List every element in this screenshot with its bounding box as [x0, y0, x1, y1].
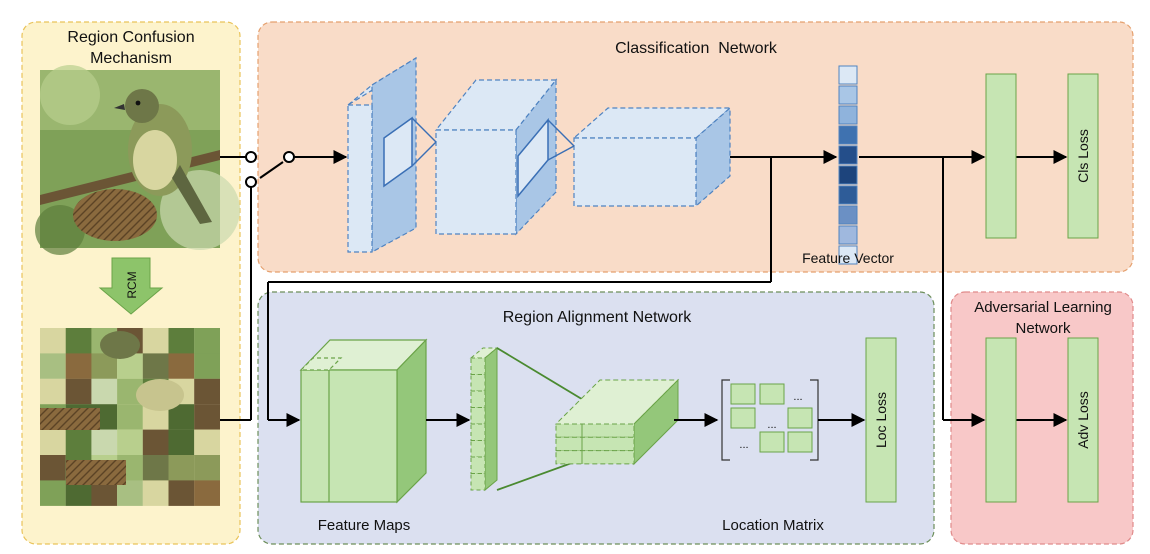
shuffled-image-block — [194, 378, 220, 405]
loc-loss-box — [865, 337, 897, 503]
shuffled-image-block — [168, 353, 195, 379]
input-switch — [220, 150, 348, 421]
feature-vector-cell — [838, 105, 858, 125]
shuffled-image-block — [40, 429, 66, 456]
shuffled-nest-piece — [40, 408, 100, 430]
conv-column-cell — [470, 407, 486, 425]
rcm-title-line2: Mechanism — [90, 50, 172, 67]
shuffled-image-block — [65, 353, 92, 379]
shuffled-image-block — [194, 328, 220, 354]
shuffled-image-block — [194, 353, 220, 379]
location-matrix-label: Location Matrix — [722, 517, 824, 534]
shuffled-image-block — [142, 328, 169, 354]
adversarial-title-line1: Adversarial Learning — [974, 299, 1112, 316]
conv-column-cell — [470, 423, 486, 441]
location-matrix-ellipsis: ... — [767, 419, 776, 431]
conv-block-1 — [347, 56, 417, 254]
slab-layer — [555, 423, 635, 438]
loc-loss-label: Loc Loss — [873, 392, 889, 448]
feature-vector-cell — [838, 125, 858, 145]
feature-vector-cell — [838, 225, 858, 245]
cls-loss-label: Cls Loss — [1075, 129, 1091, 183]
cls-fc-layer — [985, 73, 1017, 239]
feature-vector — [838, 65, 858, 265]
shuffled-bird-head — [100, 331, 140, 359]
shuffled-image-block — [168, 328, 195, 354]
shuffled-image-block — [65, 429, 92, 456]
feature-vector-cell — [838, 85, 858, 105]
conv-column-stack — [469, 346, 499, 492]
shuffled-image-block — [142, 429, 169, 456]
shuffled-image-block — [168, 429, 195, 456]
location-matrix-cell — [759, 431, 785, 453]
slab-layer — [555, 450, 635, 465]
rcm-down-arrow — [98, 257, 164, 315]
conv-column-side — [484, 346, 498, 492]
feature-vector-cell — [838, 245, 858, 265]
shuffled-image-block — [40, 455, 66, 481]
conv-column-cell — [470, 456, 486, 474]
feature-vector-cell — [838, 165, 858, 185]
conv-column-cell — [470, 374, 486, 392]
shuffled-image-block — [194, 480, 220, 506]
location-matrix-cell — [730, 383, 756, 405]
shuffled-image-block — [142, 480, 169, 506]
adv-loss-label: Adv Loss — [1075, 391, 1091, 449]
feature-vector-cell — [838, 205, 858, 225]
conv-column-cell — [470, 440, 486, 458]
classification-connectors — [267, 150, 1068, 427]
shuffled-image-block — [40, 328, 66, 354]
shuffled-image-block — [65, 378, 92, 405]
original-bird-image — [35, 65, 240, 255]
shuffled-image-block — [142, 455, 169, 481]
shuffled-image-block — [168, 455, 195, 481]
shuffled-image-block — [194, 429, 220, 456]
location-matrix: ......... — [721, 379, 819, 461]
feature-vector-label: Feature Vector — [802, 250, 894, 266]
feature-maps-block — [299, 338, 428, 504]
adv-fc-layer — [985, 337, 1017, 503]
conv-column-cell — [470, 473, 486, 491]
shuffled-image-block — [117, 404, 143, 430]
alignment-title: Region Alignment Network — [503, 309, 693, 326]
shuffled-image-block — [40, 480, 66, 506]
shuffled-image-block — [91, 429, 118, 456]
shuffled-image-block — [194, 404, 220, 430]
shuffled-image-block — [194, 455, 220, 481]
conv-block-2 — [434, 78, 558, 236]
conv-column-cell — [470, 357, 486, 375]
location-matrix-cell — [759, 383, 785, 405]
location-matrix-cell — [730, 407, 756, 429]
location-matrix-ellipsis: ... — [793, 391, 802, 403]
shuffled-bird-body — [136, 379, 184, 411]
location-matrix-ellipsis: ... — [739, 439, 748, 451]
shuffled-image-block — [142, 353, 169, 379]
adversarial-title-line2: Network — [1015, 320, 1071, 337]
feature-vector-cell — [838, 145, 858, 165]
location-matrix-cell — [787, 431, 813, 453]
location-matrix-cell — [787, 407, 813, 429]
conv-column-cell — [470, 390, 486, 408]
receptive-field-lines — [411, 117, 575, 167]
rcm-title-line1: Region Confusion — [67, 29, 194, 46]
feature-maps-label: Feature Maps — [318, 517, 411, 534]
adv-loss-box — [1067, 337, 1099, 503]
shuffled-image-block — [168, 480, 195, 506]
location-feature-slabs — [554, 378, 680, 466]
classification-title: Classification Network — [615, 40, 778, 57]
cls-loss-box — [1067, 73, 1099, 239]
shuffled-image-block — [91, 378, 118, 405]
slab-layer — [555, 436, 635, 452]
shuffled-image-block — [40, 353, 66, 379]
shuffled-bird-image — [40, 328, 220, 506]
shuffled-image-block — [65, 328, 92, 354]
shuffled-image-block — [40, 378, 66, 405]
feature-vector-cell — [838, 65, 858, 85]
shuffled-image-block — [117, 429, 143, 456]
conv-block-3 — [572, 106, 732, 208]
shuffled-nest-piece — [66, 460, 126, 485]
rcm-arrow-label: RCM — [125, 271, 139, 298]
feature-vector-cell — [838, 185, 858, 205]
